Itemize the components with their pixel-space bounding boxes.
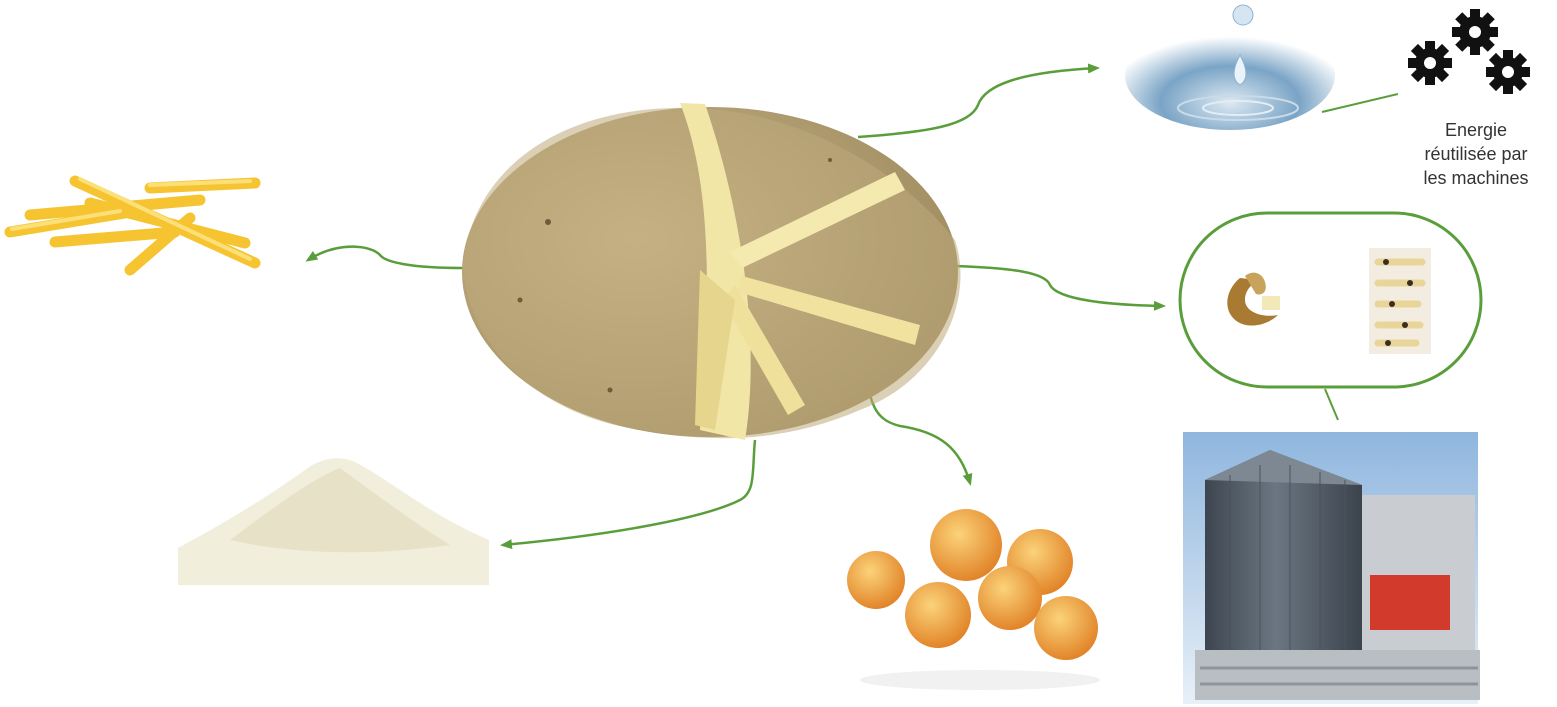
caption-line-2: réutilisée par [1400,142,1552,166]
biogas-tank-icon [1183,432,1480,704]
waste-fries-icon [1369,248,1431,354]
energy-caption: Energie réutilisée par les machines [1400,118,1552,190]
flakes-powder-icon [178,458,489,585]
caption-line-1: Energie [1400,118,1552,142]
gears-icon [1408,9,1530,94]
arrow-to-fries [308,247,463,268]
waste-container [1180,213,1481,387]
connector-water-gears [1322,94,1398,112]
arrow-to-water [858,68,1097,137]
caption-line-3: les machines [1400,166,1552,190]
potato-wedges-icon [462,103,961,440]
connector-peels-tank [1325,389,1338,420]
croquettes-icon [847,509,1100,690]
water-drop-icon [1125,5,1335,130]
arrow-to-peels [955,266,1163,306]
arrow-to-powder [503,440,755,545]
fries-icon [10,179,255,270]
